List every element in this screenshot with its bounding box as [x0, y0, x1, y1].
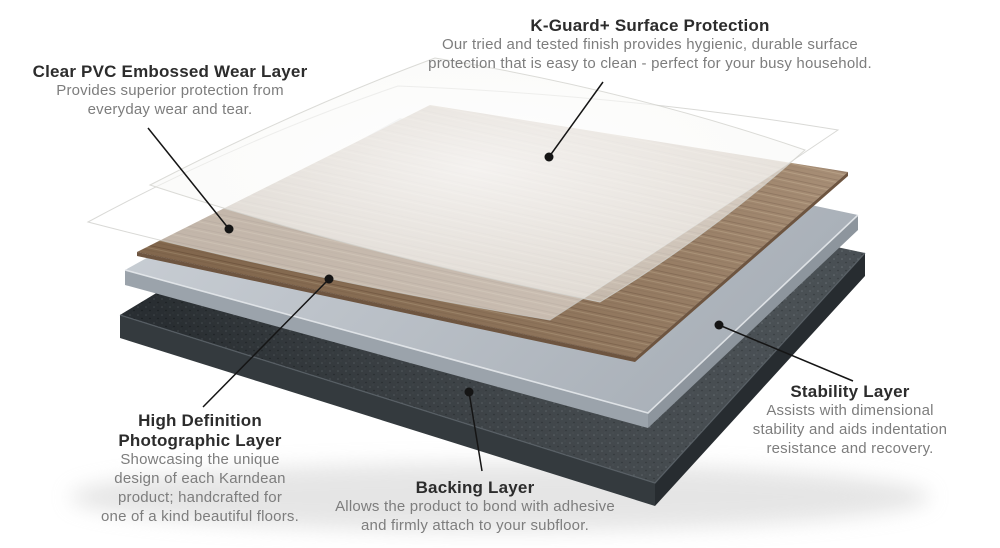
photographic-layer-front-left-edge — [137, 252, 635, 362]
callout-description-line: protection that is easy to clean - perfe… — [428, 54, 872, 72]
callout-description-line: Provides superior protection from — [56, 82, 284, 100]
backing-board-front-left-edge — [120, 315, 655, 506]
callout-description-line: Allows the product to bond with adhesive — [335, 498, 615, 516]
leader-line-wear-layer — [147, 127, 230, 230]
leader-dot-stability-layer — [714, 320, 724, 330]
leader-lines — [147, 81, 854, 472]
callout-stability-layer: Stability Layer Assists with dimensional… — [710, 382, 990, 459]
callout-description-line: Assists with dimensional — [766, 402, 934, 420]
floor-shadow — [70, 463, 930, 531]
callout-title: High Definition — [138, 411, 262, 430]
callout-description-line: stability and aids indentation — [752, 420, 948, 438]
leader-line-stability-layer — [718, 324, 854, 382]
callout-description-line: design of each Karndean — [114, 469, 286, 487]
callout-clear-pvc-embossed-wear-layer: Clear PVC Embossed Wear Layer Provides s… — [25, 62, 315, 120]
callout-title: Photographic Layer — [118, 431, 282, 451]
callout-backing-layer: Backing Layer Allows the product to bond… — [315, 478, 635, 536]
callout-title: Clear PVC Embossed Wear Layer — [32, 62, 308, 81]
callout-description-line: everyday wear and tear. — [87, 100, 253, 118]
stability-board-front-left-edge — [125, 270, 648, 428]
leader-dot-backing-layer — [464, 387, 474, 397]
callout-k-guard-surface-protection: K-Guard+ Surface Protection Our tried an… — [390, 16, 910, 74]
callout-description-line: one of a kind beautiful floors. — [101, 507, 299, 525]
callout-description-line: and firmly attach to your subfloor. — [361, 516, 589, 534]
leader-dot-photographic-layer — [324, 274, 334, 284]
callout-description-line: product; handcrafted for — [117, 488, 283, 506]
leader-line-backing-layer — [468, 391, 483, 472]
callout-description-line: Our tried and tested finish provides hyg… — [442, 36, 858, 54]
kguard-film — [148, 57, 806, 303]
callout-high-definition-photographic-layer: High Definition Photographic Layer Showc… — [70, 411, 330, 527]
callout-description-line: Showcasing the unique — [120, 451, 280, 469]
callout-title: Backing Layer — [415, 478, 535, 497]
leader-dot-k-guard — [544, 152, 554, 162]
photographic-layer-front-right-edge — [635, 172, 848, 362]
leader-line-photographic-layer — [202, 278, 330, 408]
callout-description-line: resistance and recovery. — [766, 439, 934, 457]
backing-board-bevel-highlight — [119, 252, 866, 484]
stability-board-bevel-highlight — [124, 214, 859, 414]
leader-dot-wear-layer — [224, 224, 234, 234]
backing-board-front-right-edge — [655, 253, 865, 506]
callout-title: K-Guard+ Surface Protection — [530, 16, 770, 35]
callout-title: Stability Layer — [790, 382, 910, 401]
leader-line-k-guard — [548, 81, 604, 158]
stability-board-front-right-edge — [648, 215, 858, 428]
